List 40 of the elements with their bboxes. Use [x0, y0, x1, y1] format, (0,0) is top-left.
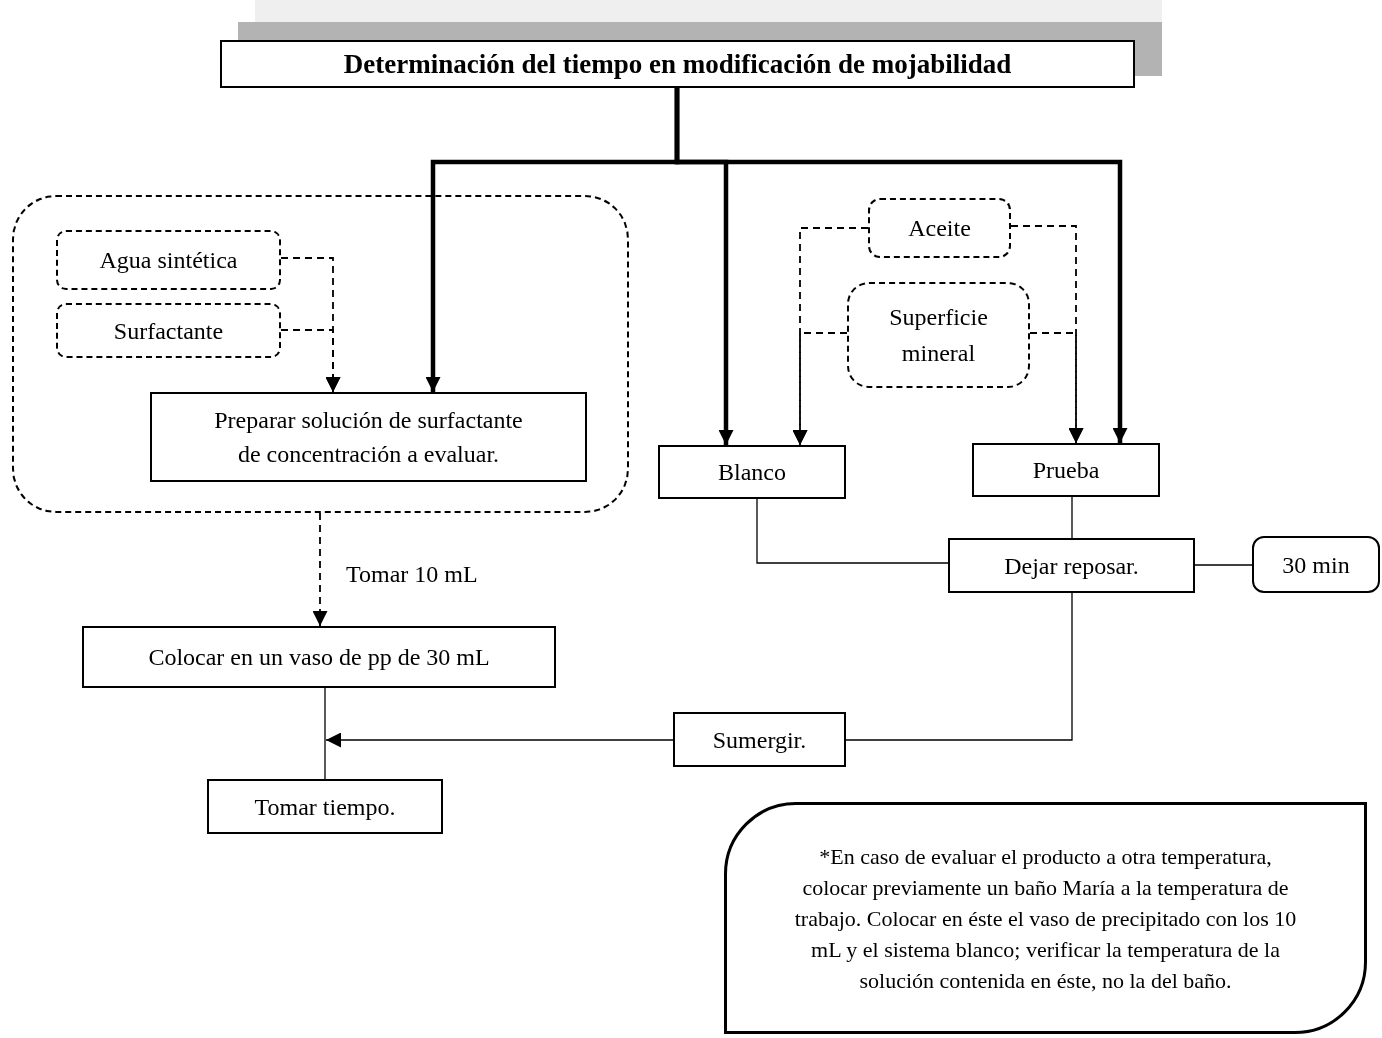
node-text: Surfactante	[113, 316, 224, 346]
node-text: Aceite	[908, 214, 971, 243]
title-box	[220, 40, 1135, 88]
process-box	[207, 779, 443, 834]
time-box	[1252, 536, 1380, 593]
node-text: Superficie mineral	[888, 303, 989, 368]
input-box	[868, 198, 1011, 258]
node-text: Sumergir.	[712, 725, 807, 755]
connector-line	[324, 687, 326, 780]
process-box	[673, 712, 846, 767]
node-text: 30 min	[1282, 550, 1350, 580]
node-text: Dejar reposar.	[1004, 551, 1139, 581]
process-box	[658, 445, 846, 499]
node-text: Agua sintética	[99, 246, 238, 275]
input-box	[847, 282, 1030, 388]
dashed-group-box	[12, 195, 629, 513]
connector-line	[1071, 496, 1073, 539]
process-box	[150, 392, 587, 482]
process-box	[972, 443, 1160, 497]
arrow	[280, 329, 341, 393]
arrow	[325, 732, 674, 748]
node-text: *En caso de evaluar el producto a otra temperatura, colocar previamente un baño María a la temperatura de trabajo. Colocar en éste el vaso de precipitado con los 10 mL y el sistema blanco; verificar la temperatura de la solución contenida en éste, no la del baño.	[793, 842, 1298, 995]
connector-line	[845, 592, 1073, 741]
arrow	[674, 88, 1128, 443]
node-text: Blanco	[718, 458, 786, 487]
process-box	[948, 538, 1195, 593]
input-box	[56, 303, 281, 358]
input-box	[56, 230, 281, 290]
note-box	[724, 802, 1367, 1034]
node-text: Prueba	[1032, 456, 1100, 485]
process-box	[82, 626, 556, 688]
connector-line	[756, 498, 949, 564]
node-text: Colocar en un vaso de pp de 30 mL	[148, 643, 490, 672]
arrow	[312, 512, 328, 627]
connector-line	[1194, 564, 1253, 566]
node-text: Determinación del tiempo en modificación de mojabilidad	[343, 47, 1012, 81]
node-text: Tomar tiempo.	[254, 792, 396, 822]
arrow	[1029, 332, 1084, 444]
node-text: Preparar solución de surfactante de concentración a evaluar.	[213, 406, 524, 469]
arrow	[792, 332, 848, 446]
